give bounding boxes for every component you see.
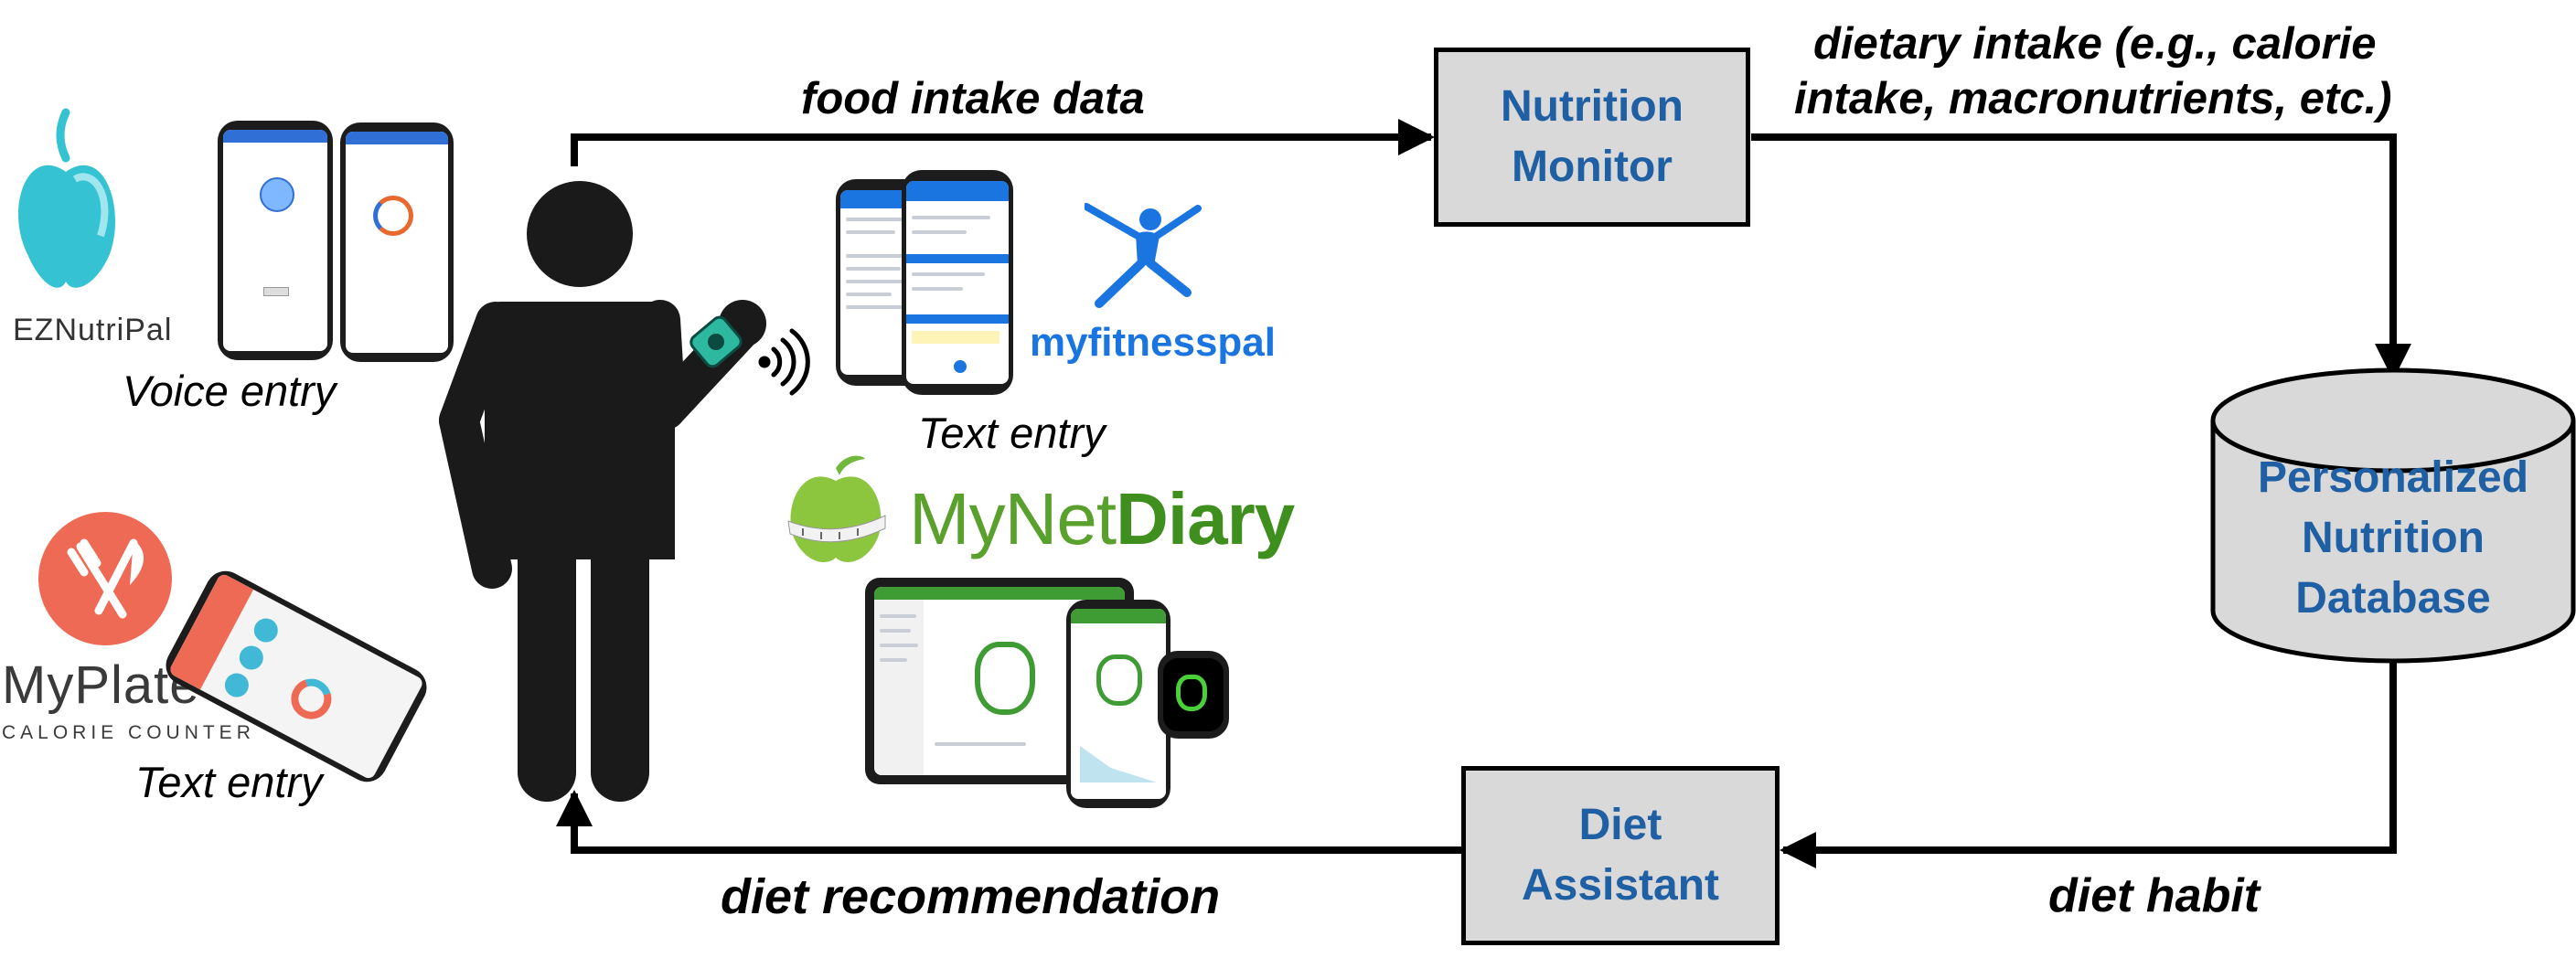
diet-recommendation-label: diet recommendation — [721, 869, 1221, 924]
database-label: Personalized Nutrition Database — [2257, 453, 2529, 623]
smartwatch-icon — [689, 315, 743, 368]
mynetdiary-name-part2: Diary — [1116, 478, 1295, 559]
eznutripal-entry-caption: Voice entry — [123, 367, 337, 415]
myfitnesspal-name: myfitnesspal — [1030, 320, 1276, 365]
arrow-dietary-intake — [1751, 133, 2411, 380]
diet-assistant-box: Diet Assistant — [1461, 766, 1780, 945]
wireless-signal-icon — [758, 328, 810, 396]
fork-knife-icon — [38, 512, 172, 645]
jumping-figure-icon — [1085, 203, 1202, 308]
dietary-intake-label-line2: intake, macronutrients, etc.) — [1794, 74, 2392, 123]
person-icon — [439, 181, 766, 802]
database-cylinder — [2210, 367, 2576, 664]
arrow-diet-recommendation — [556, 790, 1461, 854]
mynetdiary-name-part1: MyNet — [909, 478, 1117, 559]
apple-tape-icon — [787, 455, 886, 562]
eznutripal-phone-1 — [218, 121, 333, 360]
diet-habit-label: diet habit — [2048, 869, 2261, 922]
myfitnesspal-phone-front — [902, 170, 1013, 395]
dietary-intake-label-line1: dietary intake (e.g., calorie — [1813, 19, 2377, 69]
mynetdiary-phone — [1066, 600, 1170, 808]
mynetdiary-name: MyNetDiary — [909, 477, 1295, 561]
arrow-diet-habit — [1780, 660, 2397, 868]
arrow-food-intake — [571, 119, 1435, 166]
eznutripal-name: EZNutriPal — [13, 313, 173, 347]
mynetdiary-watch — [1158, 651, 1229, 739]
apple-logo-icon — [18, 108, 116, 288]
nutrition-monitor-box: Nutrition Monitor — [1434, 48, 1750, 227]
myplate-entry-caption: Text entry — [135, 758, 323, 806]
food-intake-label: food intake data — [801, 74, 1145, 123]
eznutripal-phone-2 — [340, 122, 454, 362]
myplate-subtitle: CALORIE COUNTER — [2, 722, 255, 743]
myfitnesspal-entry-caption: Text entry — [918, 409, 1106, 457]
